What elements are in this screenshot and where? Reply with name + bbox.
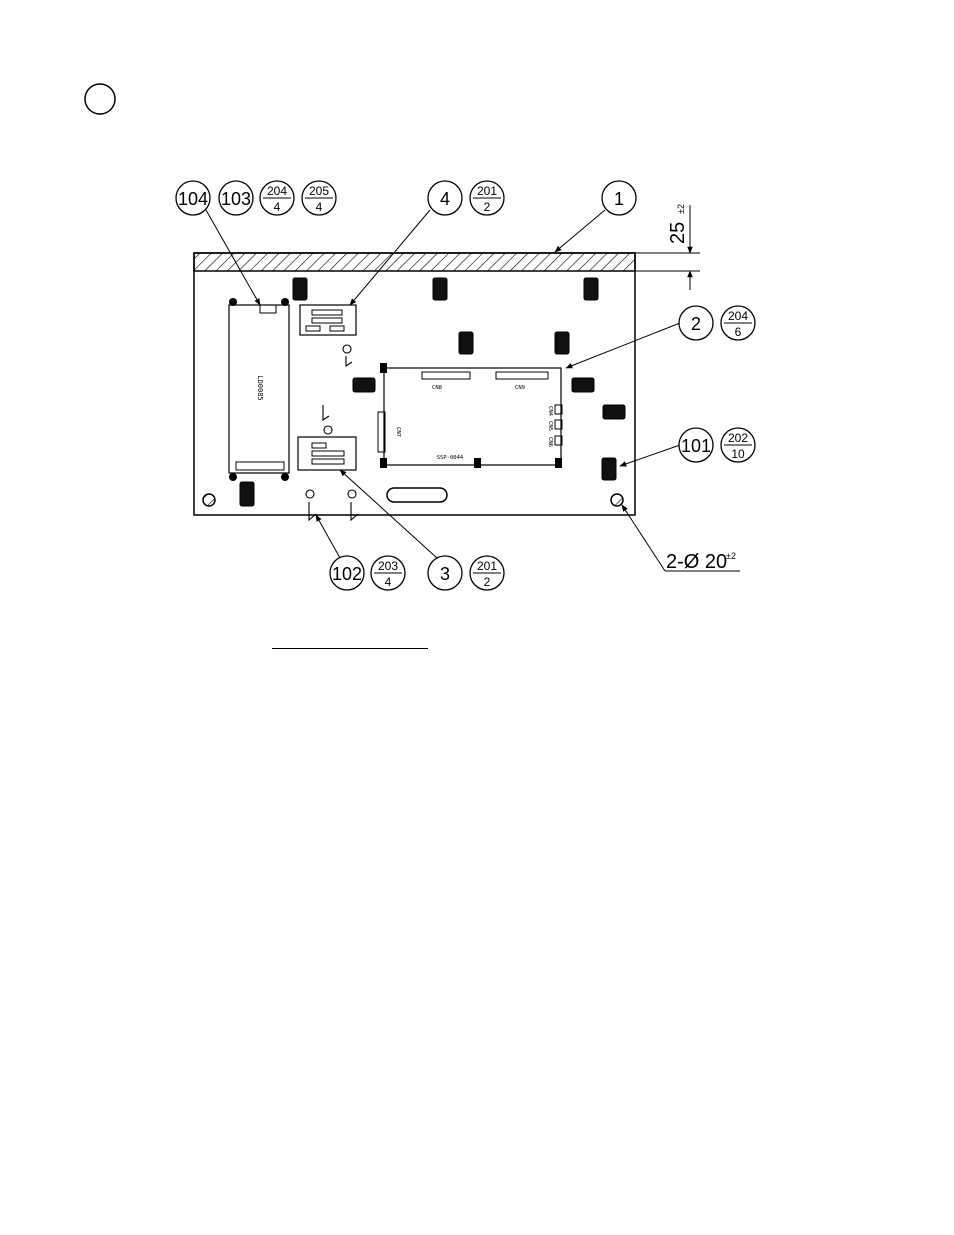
- svg-text:4: 4: [274, 200, 281, 214]
- balloon-103: 103: [219, 181, 253, 215]
- bracket-upper: [300, 305, 356, 335]
- screw-markers: [306, 345, 358, 520]
- svg-text:204: 204: [728, 309, 748, 323]
- cn7-label: CN7: [395, 427, 401, 437]
- balloon-201-2-lower: 201 2: [470, 556, 504, 590]
- svg-text:205: 205: [309, 184, 329, 198]
- svg-text:1: 1: [614, 189, 624, 209]
- svg-text:201: 201: [477, 184, 497, 198]
- cn6-label: CN6: [547, 437, 553, 447]
- caption-underline: [272, 648, 428, 649]
- svg-text:2: 2: [484, 200, 491, 214]
- balloon-204-6: 204 6: [721, 306, 755, 340]
- hatched-foam-strip: [194, 253, 635, 271]
- balloon-201-2-upper: 201 2: [470, 181, 504, 215]
- main-board: CN8 CN9 CN7 CN4 CN5 CN6 SSP-0044: [378, 363, 562, 468]
- svg-text:202: 202: [728, 431, 748, 445]
- step-marker-circle: [85, 84, 115, 114]
- balloon-102: 102: [330, 556, 364, 590]
- balloon-1: 1: [602, 181, 636, 215]
- svg-text:6: 6: [735, 325, 742, 339]
- balloon-104: 104: [176, 181, 210, 215]
- balloon-4: 4: [428, 181, 462, 215]
- dimension-holes-tol: ±2: [726, 551, 736, 561]
- balloon-205-4: 205 4: [302, 181, 336, 215]
- balloon-2: 2: [679, 306, 713, 340]
- balloon-203-4: 203 4: [371, 556, 405, 590]
- svg-text:4: 4: [316, 200, 323, 214]
- balloon-101: 101: [679, 428, 713, 462]
- svg-text:104: 104: [178, 189, 208, 209]
- svg-text:10: 10: [731, 447, 745, 461]
- dimension-top-value: 25: [667, 222, 689, 244]
- svg-text:4: 4: [385, 575, 392, 589]
- cable-slot: [387, 488, 447, 502]
- svg-text:101: 101: [681, 436, 711, 456]
- svg-text:2: 2: [691, 314, 701, 334]
- svg-text:201: 201: [477, 559, 497, 573]
- mounting-holes: [203, 494, 623, 506]
- svg-text:3: 3: [440, 564, 450, 584]
- svg-text:203: 203: [378, 559, 398, 573]
- svg-text:2: 2: [484, 575, 491, 589]
- svg-text:102: 102: [332, 564, 362, 584]
- clip-standoffs: [240, 278, 625, 506]
- balloon-202-10: 202 10: [721, 428, 755, 462]
- cn4-label: CN4: [547, 406, 553, 417]
- cn9-label: CN9: [515, 385, 525, 391]
- svg-text:4: 4: [440, 189, 450, 209]
- cn8-label: CN8: [432, 385, 442, 391]
- cn5-label: CN5: [547, 421, 553, 431]
- dimension-top-tol: ±2: [676, 204, 686, 214]
- balloon-3: 3: [428, 556, 462, 590]
- svg-text:103: 103: [221, 189, 251, 209]
- dimension-top-offset: [635, 205, 700, 290]
- balloon-204-4: 204 4: [260, 181, 294, 215]
- main-board-label: SSP-0044: [437, 455, 464, 461]
- svg-text:204: 204: [267, 184, 287, 198]
- left-board: LD0085: [229, 298, 289, 481]
- dimension-holes-value: 2-Ø 20: [666, 551, 727, 573]
- bracket-lower: [298, 437, 356, 470]
- left-board-label: LD0085: [256, 375, 264, 400]
